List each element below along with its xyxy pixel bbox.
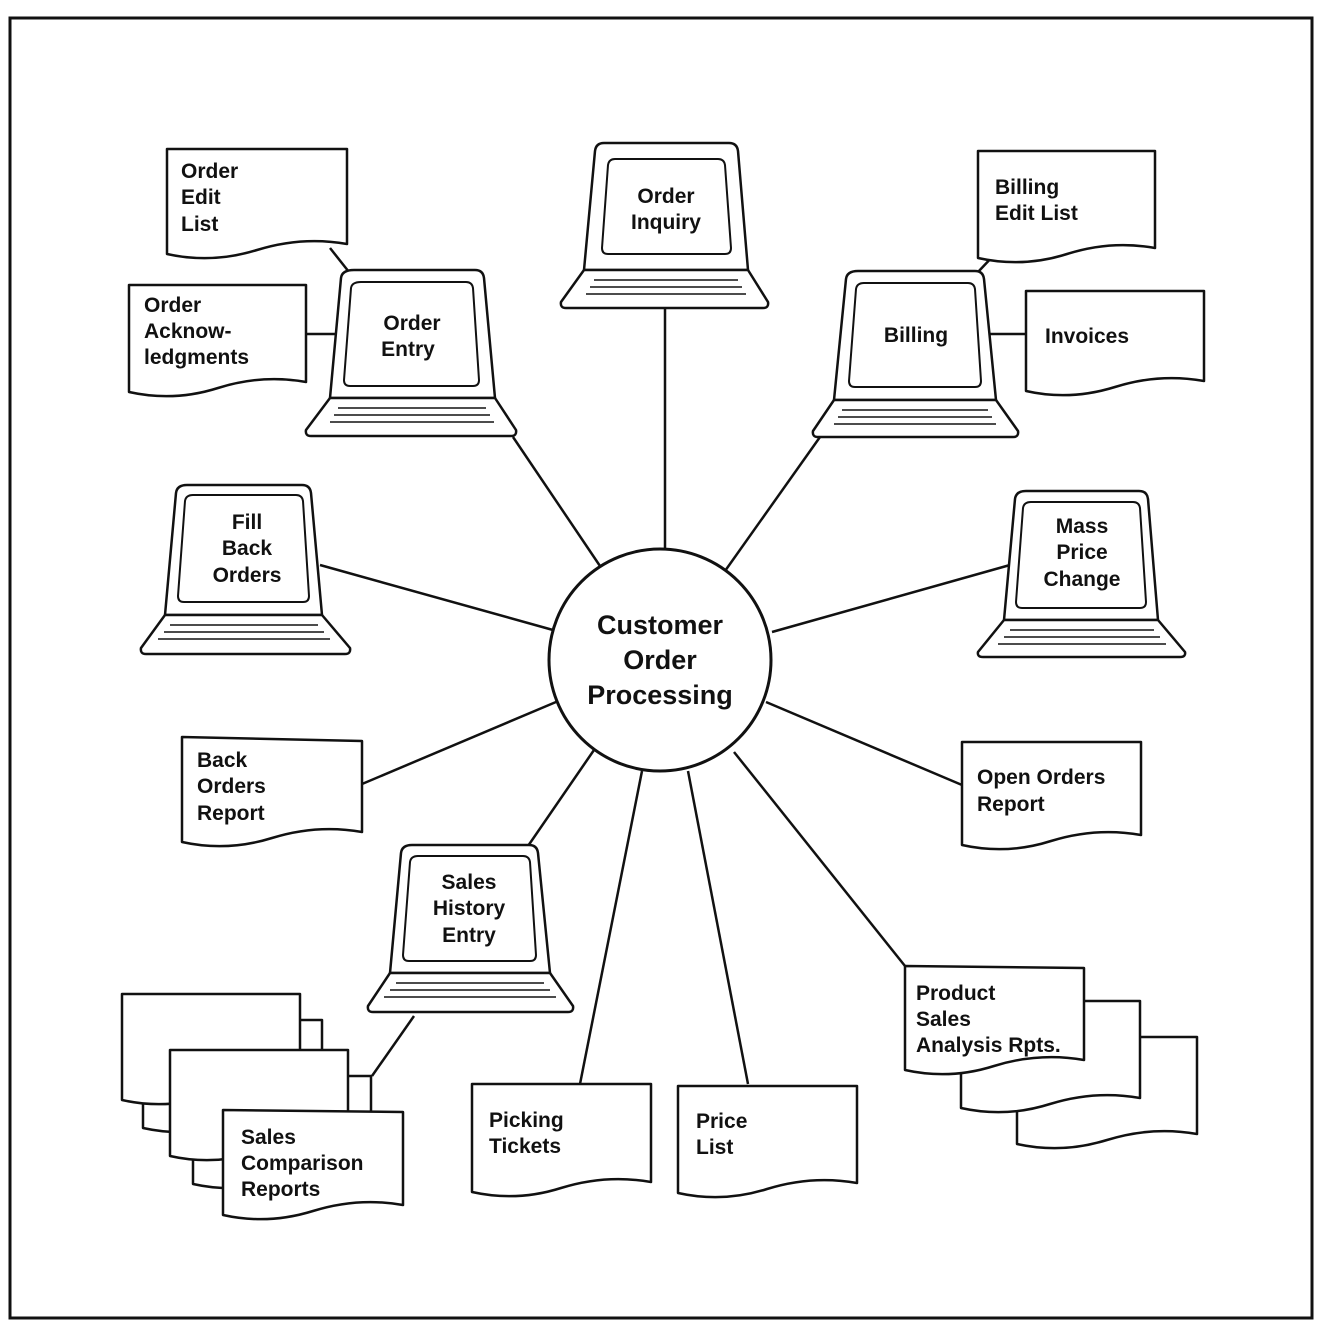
- terminal-label-line-2: Inquiry: [631, 211, 701, 234]
- terminal-label-line-2: History: [433, 897, 506, 920]
- center-label-line-3: Processing: [587, 680, 733, 710]
- report-label-line-3: Analysis Rpts.: [916, 1034, 1061, 1057]
- document-icon: [976, 149, 1157, 264]
- report-label-line-2: Comparison: [241, 1152, 364, 1175]
- connector-back-orders-report: [361, 700, 557, 786]
- center-label-line-2: Order: [623, 645, 697, 675]
- terminal-order-inquiry: Order Inquiry: [559, 141, 770, 310]
- document-icon: [960, 740, 1143, 851]
- report-label-line-1: Order: [144, 294, 201, 317]
- report-label-line-2: Edit: [181, 186, 221, 209]
- terminal-label-line-1: Billing: [884, 324, 948, 347]
- document-icon: [1024, 289, 1206, 397]
- report-back-orders: Back Orders Report: [180, 735, 364, 848]
- connector-order-entry: [511, 436, 602, 567]
- report-label-line-1: Order: [181, 160, 238, 183]
- terminal-label-line-2: Entry: [381, 338, 435, 361]
- report-invoices: Invoices: [1024, 289, 1206, 397]
- connector-sales-comparison: [370, 1015, 416, 1077]
- terminal-label-line-3: Entry: [442, 924, 496, 947]
- terminal-icon: [139, 483, 352, 656]
- report-label-line-1: Invoices: [1045, 325, 1129, 348]
- report-label-line-1: Billing: [995, 176, 1059, 199]
- terminal-fill-back-orders: Fill Back Orders: [139, 483, 352, 656]
- report-label-line-2: Tickets: [489, 1135, 561, 1158]
- terminal-label-line-1: Mass: [1056, 515, 1109, 538]
- connector-product-sales: [733, 751, 906, 967]
- report-label-line-3: Report: [197, 802, 265, 825]
- document-icon: [676, 1084, 859, 1199]
- center-label-line-1: Customer: [597, 610, 724, 640]
- terminal-label-line-3: Change: [1043, 568, 1120, 591]
- terminal-label-line-1: Order: [383, 312, 440, 335]
- report-label-line-2: Sales: [916, 1008, 971, 1031]
- report-order-acknowledgments: Order Acknow- ledgments: [127, 283, 308, 398]
- connector-order-edit-list: [329, 247, 350, 273]
- document-icon: [165, 147, 349, 260]
- report-label-line-2: Edit List: [995, 202, 1078, 225]
- terminal-label-line-2: Price: [1056, 541, 1107, 564]
- report-label-line-3: List: [181, 213, 218, 236]
- report-label-line-2: Acknow-: [144, 320, 232, 343]
- center-hub: Customer Order Processing: [547, 547, 773, 773]
- terminal-icon: [366, 843, 575, 1014]
- terminal-label-line-1: Fill: [232, 511, 262, 534]
- report-product-sales-analysis: Product Sales Analysis Rpts.: [903, 964, 1199, 1150]
- report-order-edit-list: Order Edit List: [165, 147, 349, 260]
- document-icon: [180, 735, 364, 848]
- connector-price-list: [686, 770, 750, 1085]
- terminal-mass-price-change: Mass Price Change: [976, 489, 1187, 659]
- connector-picking-tickets: [578, 770, 644, 1085]
- report-label-line-1: Product: [916, 982, 995, 1005]
- terminal-icon: [304, 268, 518, 438]
- terminal-label-line-2: Back: [222, 537, 273, 560]
- connector-mass-price-change: [771, 563, 1011, 634]
- diagram-frame: [8, 16, 1314, 1320]
- report-label-line-3: Reports: [241, 1178, 320, 1201]
- terminal-icon: [559, 141, 770, 310]
- report-label-line-3: ledgments: [144, 346, 249, 369]
- terminal-billing: Billing: [811, 269, 1020, 439]
- report-billing-edit-list: Billing Edit List: [976, 149, 1157, 264]
- document-icon: [127, 283, 308, 398]
- terminal-icon: [811, 269, 1020, 439]
- report-picking-tickets: Picking Tickets: [470, 1082, 653, 1198]
- terminal-icon: [976, 489, 1187, 659]
- report-label-line-1: Sales: [241, 1126, 296, 1149]
- terminal-sales-history-entry: Sales History Entry: [366, 843, 575, 1014]
- report-label-line-1: Open Orders: [977, 766, 1105, 789]
- report-label-line-1: Picking: [489, 1109, 564, 1132]
- document-icon: [470, 1082, 653, 1198]
- connector-sales-history-entry: [526, 749, 596, 847]
- terminal-label-line-3: Orders: [213, 564, 282, 587]
- report-label-line-1: Back: [197, 749, 248, 772]
- terminal-order-entry: Order Entry: [304, 268, 518, 438]
- terminal-label-line-1: Order: [637, 185, 694, 208]
- terminal-label-line-1: Sales: [442, 871, 497, 894]
- connector-fill-back-orders: [319, 563, 554, 632]
- report-sales-comparison: Sales Comparison Reports: [120, 992, 405, 1221]
- report-open-orders: Open Orders Report: [960, 740, 1143, 851]
- document-icon: [221, 1108, 405, 1221]
- connector-lines: [306, 247, 1026, 1085]
- report-label-line-1: Price: [696, 1110, 747, 1133]
- connector-open-orders-report: [765, 700, 963, 787]
- connector-billing: [723, 436, 822, 572]
- report-label-line-2: List: [696, 1136, 733, 1159]
- report-label-line-2: Report: [977, 793, 1045, 816]
- report-price-list: Price List: [676, 1084, 859, 1199]
- document-icon: [903, 964, 1086, 1076]
- report-label-line-2: Orders: [197, 775, 266, 798]
